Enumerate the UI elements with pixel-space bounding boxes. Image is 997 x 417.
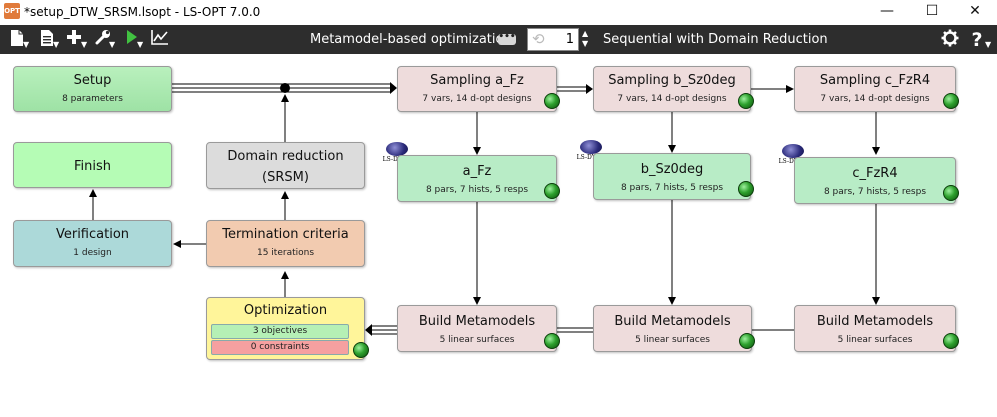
solver-a-title: a_Fz bbox=[462, 164, 492, 179]
termination-criteria-node[interactable]: Termination criteria 15 iterations bbox=[206, 220, 365, 267]
build-metamodels-c-node[interactable]: Build Metamodels 5 linear surfaces bbox=[794, 305, 959, 352]
sampling-b-subtitle: 7 vars, 14 d-opt designs bbox=[617, 94, 727, 104]
solver-b-title: b_Sz0deg bbox=[640, 162, 704, 177]
chart-icon[interactable] bbox=[151, 29, 169, 51]
app-icon: OPT bbox=[4, 3, 20, 19]
sampling-a-subtitle: 7 vars, 14 d-opt designs bbox=[422, 94, 532, 104]
domain-reduction-subtitle: (SRSM) bbox=[262, 170, 309, 185]
status-ok-icon bbox=[943, 93, 959, 109]
solver-a-node[interactable]: a_Fz 8 pars, 7 hists, 5 resps bbox=[397, 155, 560, 202]
status-ok-icon bbox=[738, 93, 754, 109]
verification-node[interactable]: Verification 1 design bbox=[13, 220, 172, 267]
cycle-icon: ⟲ bbox=[532, 30, 545, 48]
maximize-button[interactable]: ☐ bbox=[925, 3, 939, 19]
iteration-input[interactable]: ⟲ 1 bbox=[527, 28, 579, 51]
strategy-label: Sequential with Domain Reduction bbox=[603, 32, 828, 47]
junction-dot bbox=[280, 83, 290, 93]
chevron-down-icon[interactable]: ▼ bbox=[137, 40, 144, 49]
solver-a-subtitle: 8 pars, 7 hists, 5 resps bbox=[425, 185, 529, 195]
ls-dyna-logo-text: LS-DYNA bbox=[576, 154, 606, 161]
file-list-icon[interactable] bbox=[38, 29, 56, 51]
build-a-subtitle: 5 linear surfaces bbox=[439, 335, 515, 345]
sampling-c-title: Sampling c_FzR4 bbox=[819, 73, 931, 88]
solver-b-node[interactable]: b_Sz0deg 8 pars, 7 hists, 5 resps bbox=[593, 153, 754, 200]
wrench-icon[interactable] bbox=[94, 29, 112, 51]
optimization-mode-label[interactable]: Metamodel-based optimization bbox=[310, 32, 512, 47]
status-ok-icon bbox=[544, 183, 560, 199]
optimization-title: Optimization bbox=[243, 303, 328, 318]
solver-c-node[interactable]: c_FzR4 8 pars, 7 hists, 5 resps bbox=[794, 157, 959, 204]
status-ok-icon bbox=[943, 333, 959, 349]
run-icon[interactable] bbox=[124, 29, 140, 51]
add-icon[interactable] bbox=[65, 29, 83, 51]
build-metamodels-a-node[interactable]: Build Metamodels 5 linear surfaces bbox=[397, 305, 560, 352]
build-a-title: Build Metamodels bbox=[418, 314, 536, 329]
new-file-icon[interactable] bbox=[8, 29, 26, 51]
chevron-down-icon[interactable]: ▼ bbox=[81, 40, 88, 49]
build-c-subtitle: 5 linear surfaces bbox=[837, 335, 913, 345]
solver-c-subtitle: 8 pars, 7 hists, 5 resps bbox=[823, 187, 927, 197]
build-c-title: Build Metamodels bbox=[816, 314, 934, 329]
ls-dyna-logo-text: LS-DYNA bbox=[380, 156, 414, 164]
status-ok-icon bbox=[738, 181, 754, 197]
sampling-c-subtitle: 7 vars, 14 d-opt designs bbox=[820, 94, 930, 104]
window-title: *setup_DTW_SRSM.lsopt - LS-OPT 7.0.0 bbox=[24, 5, 261, 19]
finish-title: Finish bbox=[73, 159, 111, 174]
sampling-b-title: Sampling b_Sz0deg bbox=[608, 73, 736, 88]
verification-title: Verification bbox=[55, 227, 130, 242]
status-ok-icon bbox=[943, 185, 959, 201]
status-ok-icon bbox=[353, 342, 369, 358]
status-ok-icon bbox=[544, 93, 560, 109]
close-button[interactable]: ✕ bbox=[969, 3, 981, 19]
gear-icon[interactable] bbox=[940, 29, 960, 51]
setup-subtitle: 8 parameters bbox=[62, 94, 123, 104]
ls-dyna-logo: LS-DYNA bbox=[380, 142, 414, 168]
ls-dyna-logo: LS-DYNA bbox=[776, 144, 810, 170]
mode-options-button[interactable]: ••• bbox=[498, 33, 516, 45]
verification-subtitle: 1 design bbox=[73, 248, 112, 258]
chevron-down-icon[interactable]: ▼ bbox=[23, 40, 30, 49]
minimize-button[interactable]: — bbox=[880, 3, 894, 19]
globe-icon bbox=[386, 142, 408, 156]
sampling-b-node[interactable]: Sampling b_Sz0deg 7 vars, 14 d-opt desig… bbox=[593, 66, 754, 112]
setup-node[interactable]: Setup 8 parameters bbox=[13, 66, 172, 112]
solver-b-subtitle: 8 pars, 7 hists, 5 resps bbox=[620, 183, 724, 193]
objectives-bar: 3 objectives bbox=[211, 324, 349, 339]
constraints-bar: 0 constraints bbox=[211, 340, 349, 355]
title-bar: OPT *setup_DTW_SRSM.lsopt - LS-OPT 7.0.0… bbox=[0, 0, 997, 24]
iteration-value[interactable]: 1 bbox=[565, 32, 574, 47]
solver-c-title: c_FzR4 bbox=[852, 166, 898, 181]
globe-icon bbox=[782, 144, 804, 158]
setup-title: Setup bbox=[73, 73, 112, 88]
help-icon[interactable]: ? bbox=[971, 29, 983, 51]
iteration-spinner[interactable]: ▲▼ bbox=[582, 29, 589, 48]
globe-icon bbox=[580, 140, 602, 154]
domain-reduction-node[interactable]: Domain reduction (SRSM) bbox=[206, 142, 365, 189]
build-b-subtitle: 5 linear surfaces bbox=[635, 335, 710, 345]
chevron-down-icon[interactable]: ▼ bbox=[53, 40, 60, 49]
finish-node[interactable]: Finish bbox=[13, 142, 172, 188]
status-ok-icon bbox=[739, 333, 755, 349]
workflow-links bbox=[89, 82, 880, 336]
sampling-c-node[interactable]: Sampling c_FzR4 7 vars, 14 d-opt designs bbox=[794, 66, 959, 112]
build-metamodels-b-node[interactable]: Build Metamodels 5 linear surfaces bbox=[593, 305, 755, 352]
build-b-title: Build Metamodels bbox=[614, 314, 731, 329]
chevron-down-icon[interactable]: ▼ bbox=[985, 40, 992, 49]
toolbar: ▼ ▼ ▼ ▼ ▼ Metamodel-based optimization •… bbox=[0, 25, 997, 54]
termination-title: Termination criteria bbox=[222, 227, 349, 242]
status-ok-icon bbox=[544, 333, 560, 349]
sampling-a-node[interactable]: Sampling a_Fz 7 vars, 14 d-opt designs bbox=[397, 66, 560, 112]
optimization-node[interactable]: Optimization 3 objectives 0 constraints bbox=[206, 297, 369, 360]
ls-dyna-logo: LS-DYNA bbox=[574, 140, 608, 166]
domain-reduction-title: Domain reduction bbox=[227, 149, 344, 164]
ls-dyna-logo-text: LS-DYNA bbox=[778, 158, 808, 165]
sampling-a-title: Sampling a_Fz bbox=[430, 73, 524, 88]
termination-subtitle: 15 iterations bbox=[256, 248, 315, 258]
workflow-canvas: Setup 8 parameters Finish Domain reducti… bbox=[0, 54, 997, 417]
chevron-down-icon[interactable]: ▼ bbox=[109, 40, 116, 49]
